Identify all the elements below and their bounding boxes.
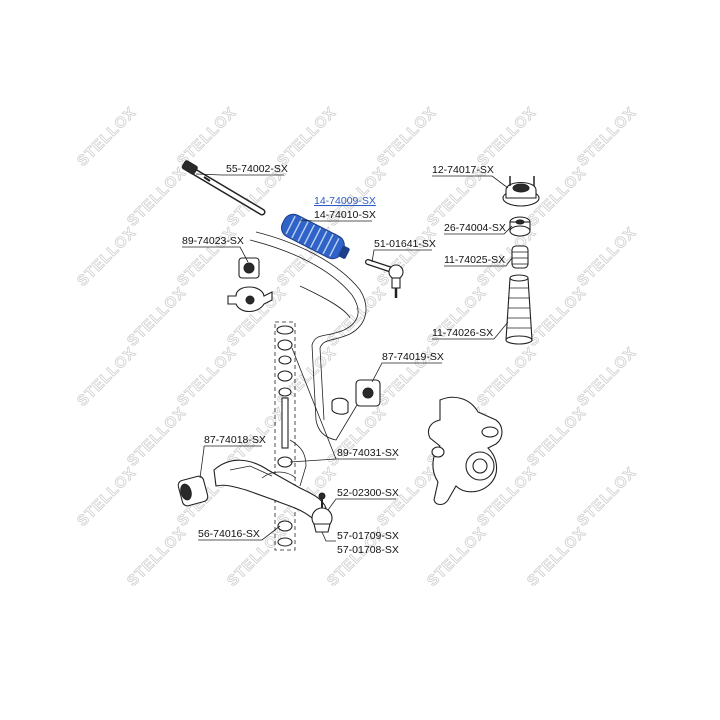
label-11-74025[interactable]: 11-74025-SX: [444, 254, 505, 266]
ball-joint-part[interactable]: [311, 492, 333, 533]
watermark-text: STELLOX: [524, 524, 590, 590]
watermark-text: STELLOX: [324, 284, 390, 350]
watermark-text: STELLOX: [574, 104, 640, 170]
watermark-text: STELLOX: [574, 464, 640, 530]
label-87-74018[interactable]: 87-74018-SX: [204, 434, 266, 446]
dust-boot-part[interactable]: [505, 274, 533, 345]
label-14-74009[interactable]: 14-74009-SX: [314, 195, 376, 207]
label-87-74019[interactable]: 87-74019-SX: [382, 351, 444, 363]
watermark-text: STELLOX: [524, 284, 590, 350]
stabilizer-mount-part[interactable]: [331, 379, 381, 415]
watermark-text: STELLOX: [124, 164, 190, 230]
steering-knuckle-part: [427, 396, 503, 506]
label-14-74010[interactable]: 14-74010-SX: [314, 209, 376, 221]
watermark-text: STELLOX: [424, 524, 490, 590]
watermark-text: STELLOX: [174, 104, 240, 170]
watermark-text: STELLOX: [74, 464, 140, 530]
watermark-text: STELLOX: [274, 104, 340, 170]
watermark-text: STELLOX: [74, 104, 140, 170]
label-89-74023[interactable]: 89-74023-SX: [182, 235, 244, 247]
watermark-text: STELLOX: [374, 224, 440, 290]
part-labels: 55-74002-SX 14-74009-SX 14-74010-SX 89-7…: [182, 163, 506, 556]
watermark-text: STELLOX: [324, 404, 390, 470]
stabilizer-bar-part: [249, 231, 367, 441]
tie-rod-end-part[interactable]: [365, 259, 404, 298]
watermark-text: STELLOX: [174, 344, 240, 410]
label-55-74002[interactable]: 55-74002-SX: [226, 163, 288, 175]
steering-rack-boot-part[interactable]: [278, 211, 353, 265]
watermark-text: STELLOX: [574, 224, 640, 290]
washer-stack-part[interactable]: [274, 321, 296, 551]
label-57-01708[interactable]: 57-01708-SX: [337, 544, 399, 556]
watermark-text: STELLOX: [474, 104, 540, 170]
label-11-74026[interactable]: 11-74026-SX: [432, 327, 493, 339]
watermark-text: STELLOX: [74, 344, 140, 410]
label-56-74016[interactable]: 56-74016-SX: [198, 528, 260, 540]
watermark-text: STELLOX: [124, 524, 190, 590]
strut-mount-part[interactable]: [502, 176, 540, 207]
label-12-74017[interactable]: 12-74017-SX: [432, 164, 494, 176]
bump-stop-part[interactable]: [511, 245, 529, 269]
stabilizer-bushing-part[interactable]: [227, 257, 273, 313]
watermark-text: STELLOX: [524, 404, 590, 470]
watermark-text: STELLOX: [174, 224, 240, 290]
watermark-text: STELLOX: [374, 104, 440, 170]
label-51-01641[interactable]: 51-01641-SX: [374, 238, 436, 250]
label-57-01709[interactable]: 57-01709-SX: [337, 530, 399, 542]
watermark-text: STELLOX: [474, 344, 540, 410]
watermark-text: STELLOX: [574, 344, 640, 410]
label-89-74031[interactable]: 89-74031-SX: [337, 447, 399, 459]
strut-bearing-part[interactable]: [509, 216, 531, 237]
lower-control-arm-part[interactable]: [177, 439, 327, 519]
leader-lines: [182, 173, 513, 542]
watermark-text: STELLOX: [124, 284, 190, 350]
tie-rod-part[interactable]: [181, 160, 266, 216]
label-26-74004[interactable]: 26-74004-SX: [444, 222, 506, 234]
label-52-02300[interactable]: 52-02300-SX: [337, 487, 399, 499]
watermark-text: STELLOX: [124, 404, 190, 470]
watermark-text: STELLOX: [74, 224, 140, 290]
watermark-text: STELLOX: [424, 284, 490, 350]
